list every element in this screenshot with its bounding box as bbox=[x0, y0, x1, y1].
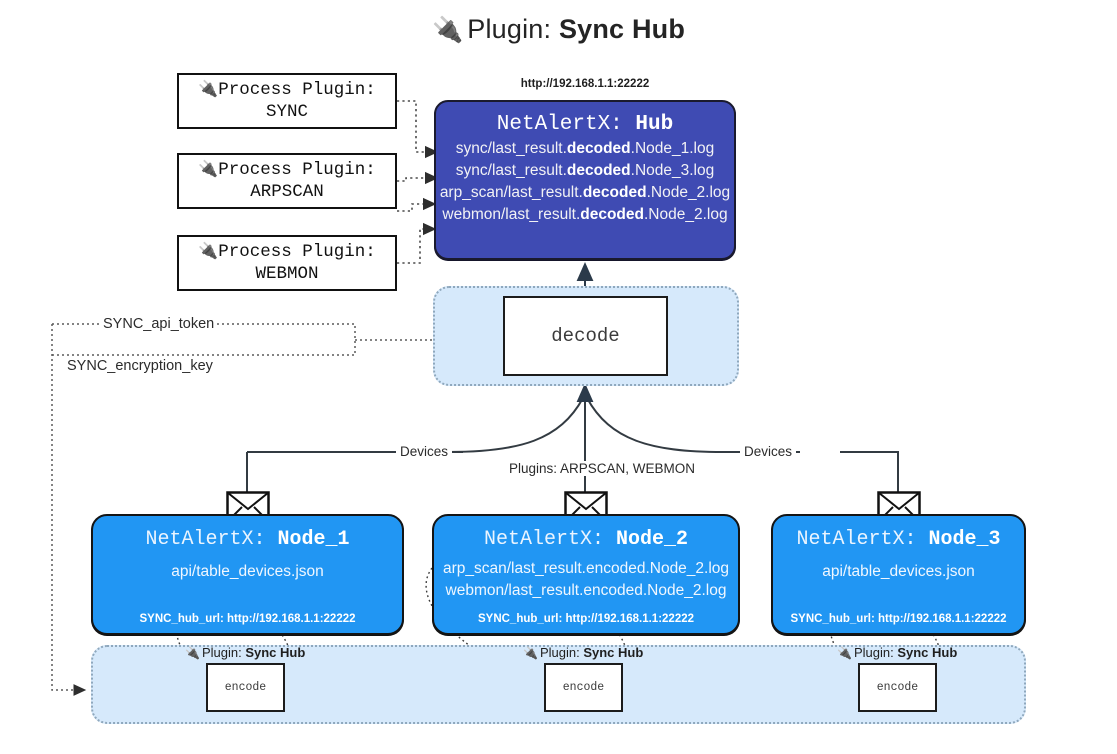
setting-encryption-key-label: SYNC_encryption_key bbox=[64, 358, 216, 374]
settings-connector bbox=[51, 323, 493, 696]
process-plugin-line1: 🔌Process Plugin: bbox=[198, 158, 376, 180]
plug-icon: 🔌 bbox=[431, 16, 464, 44]
page-title-prefix: Plugin: bbox=[467, 14, 552, 44]
encode-box-node-2[interactable]: encode bbox=[544, 663, 623, 712]
edge-label-devices-left: Devices bbox=[396, 444, 453, 459]
decode-box[interactable]: decode bbox=[503, 296, 668, 376]
process-plugin-box-arpscan[interactable]: 🔌Process Plugin: ARPSCAN bbox=[177, 153, 397, 209]
plug-icon: 🔌 bbox=[185, 646, 200, 660]
hub-log-row: sync/last_result.decoded.Node_3.log bbox=[455, 162, 715, 179]
nodes-to-decode-edges bbox=[246, 383, 899, 497]
edge-label-devices-right: Devices bbox=[740, 444, 797, 459]
hub-title: NetAlertX: Hub bbox=[496, 113, 674, 136]
node-box-node-3[interactable]: NetAlertX: Node_3 api/table_devices.json… bbox=[771, 514, 1026, 635]
node-title: NetAlertX: Node_2 bbox=[483, 528, 689, 551]
node-hub-url-label: SYNC_hub_url: http://192.168.1.1:22222 bbox=[790, 613, 1007, 625]
page-title-name: Sync Hub bbox=[558, 14, 686, 44]
encode-box-node-1[interactable]: encode bbox=[206, 663, 285, 712]
process-plugin-box-sync[interactable]: 🔌Process Plugin: SYNC bbox=[177, 73, 397, 129]
plugin-to-hub-connectors bbox=[397, 100, 439, 264]
process-plugin-line2: SYNC bbox=[265, 101, 308, 122]
hub-box[interactable]: NetAlertX: Hub sync/last_result.decoded.… bbox=[434, 100, 736, 260]
node-resource-line: webmon/last_result.encoded.Node_2.log bbox=[445, 582, 727, 599]
process-plugin-line1: 🔌Process Plugin: bbox=[198, 240, 376, 262]
node-title: NetAlertX: Node_3 bbox=[796, 528, 1001, 551]
node-resource-line: arp_scan/last_result.encoded.Node_2.log bbox=[442, 560, 730, 577]
process-plugin-box-webmon[interactable]: 🔌Process Plugin: WEBMON bbox=[177, 235, 397, 291]
plug-icon: 🔌 bbox=[523, 646, 538, 660]
process-plugin-line2: WEBMON bbox=[255, 263, 319, 284]
process-plugin-line2: ARPSCAN bbox=[250, 181, 324, 202]
plugin-label-node-3: 🔌Plugin: Sync Hub bbox=[837, 645, 958, 660]
plugin-label-node-2: 🔌Plugin: Sync Hub bbox=[523, 645, 644, 660]
node-box-node-2[interactable]: NetAlertX: Node_2 arp_scan/last_result.e… bbox=[432, 514, 740, 635]
hub-log-row: arp_scan/last_result.decoded.Node_2.log bbox=[439, 184, 731, 201]
hub-log-row: sync/last_result.decoded.Node_1.log bbox=[455, 140, 715, 157]
node-resource-line: api/table_devices.json bbox=[171, 563, 324, 580]
node-title: NetAlertX: Node_1 bbox=[145, 528, 350, 551]
plug-icon: 🔌 bbox=[198, 158, 219, 178]
edge-label-plugins-center: Plugins: ARPSCAN, WEBMON bbox=[505, 461, 700, 476]
page-title: 🔌Plugin: Sync Hub bbox=[0, 14, 1117, 45]
process-plugin-line1: 🔌Process Plugin: bbox=[198, 78, 376, 100]
node-resource-line: api/table_devices.json bbox=[822, 563, 975, 580]
node-box-node-1[interactable]: NetAlertX: Node_1 api/table_devices.json… bbox=[91, 514, 404, 635]
plugin-label-node-1: 🔌Plugin: Sync Hub bbox=[185, 645, 306, 660]
plug-icon: 🔌 bbox=[837, 646, 852, 660]
plug-icon: 🔌 bbox=[198, 78, 219, 98]
hub-log-row: webmon/last_result.decoded.Node_2.log bbox=[442, 206, 728, 223]
setting-api-token-label: SYNC_api_token bbox=[100, 316, 218, 332]
plug-icon: 🔌 bbox=[198, 240, 219, 260]
node-hub-url-label: SYNC_hub_url: http://192.168.1.1:22222 bbox=[477, 613, 695, 625]
encode-box-node-3[interactable]: encode bbox=[858, 663, 937, 712]
node-hub-url-label: SYNC_hub_url: http://192.168.1.1:22222 bbox=[139, 613, 356, 625]
hub-url-label: http://192.168.1.1:22222 bbox=[520, 78, 650, 90]
